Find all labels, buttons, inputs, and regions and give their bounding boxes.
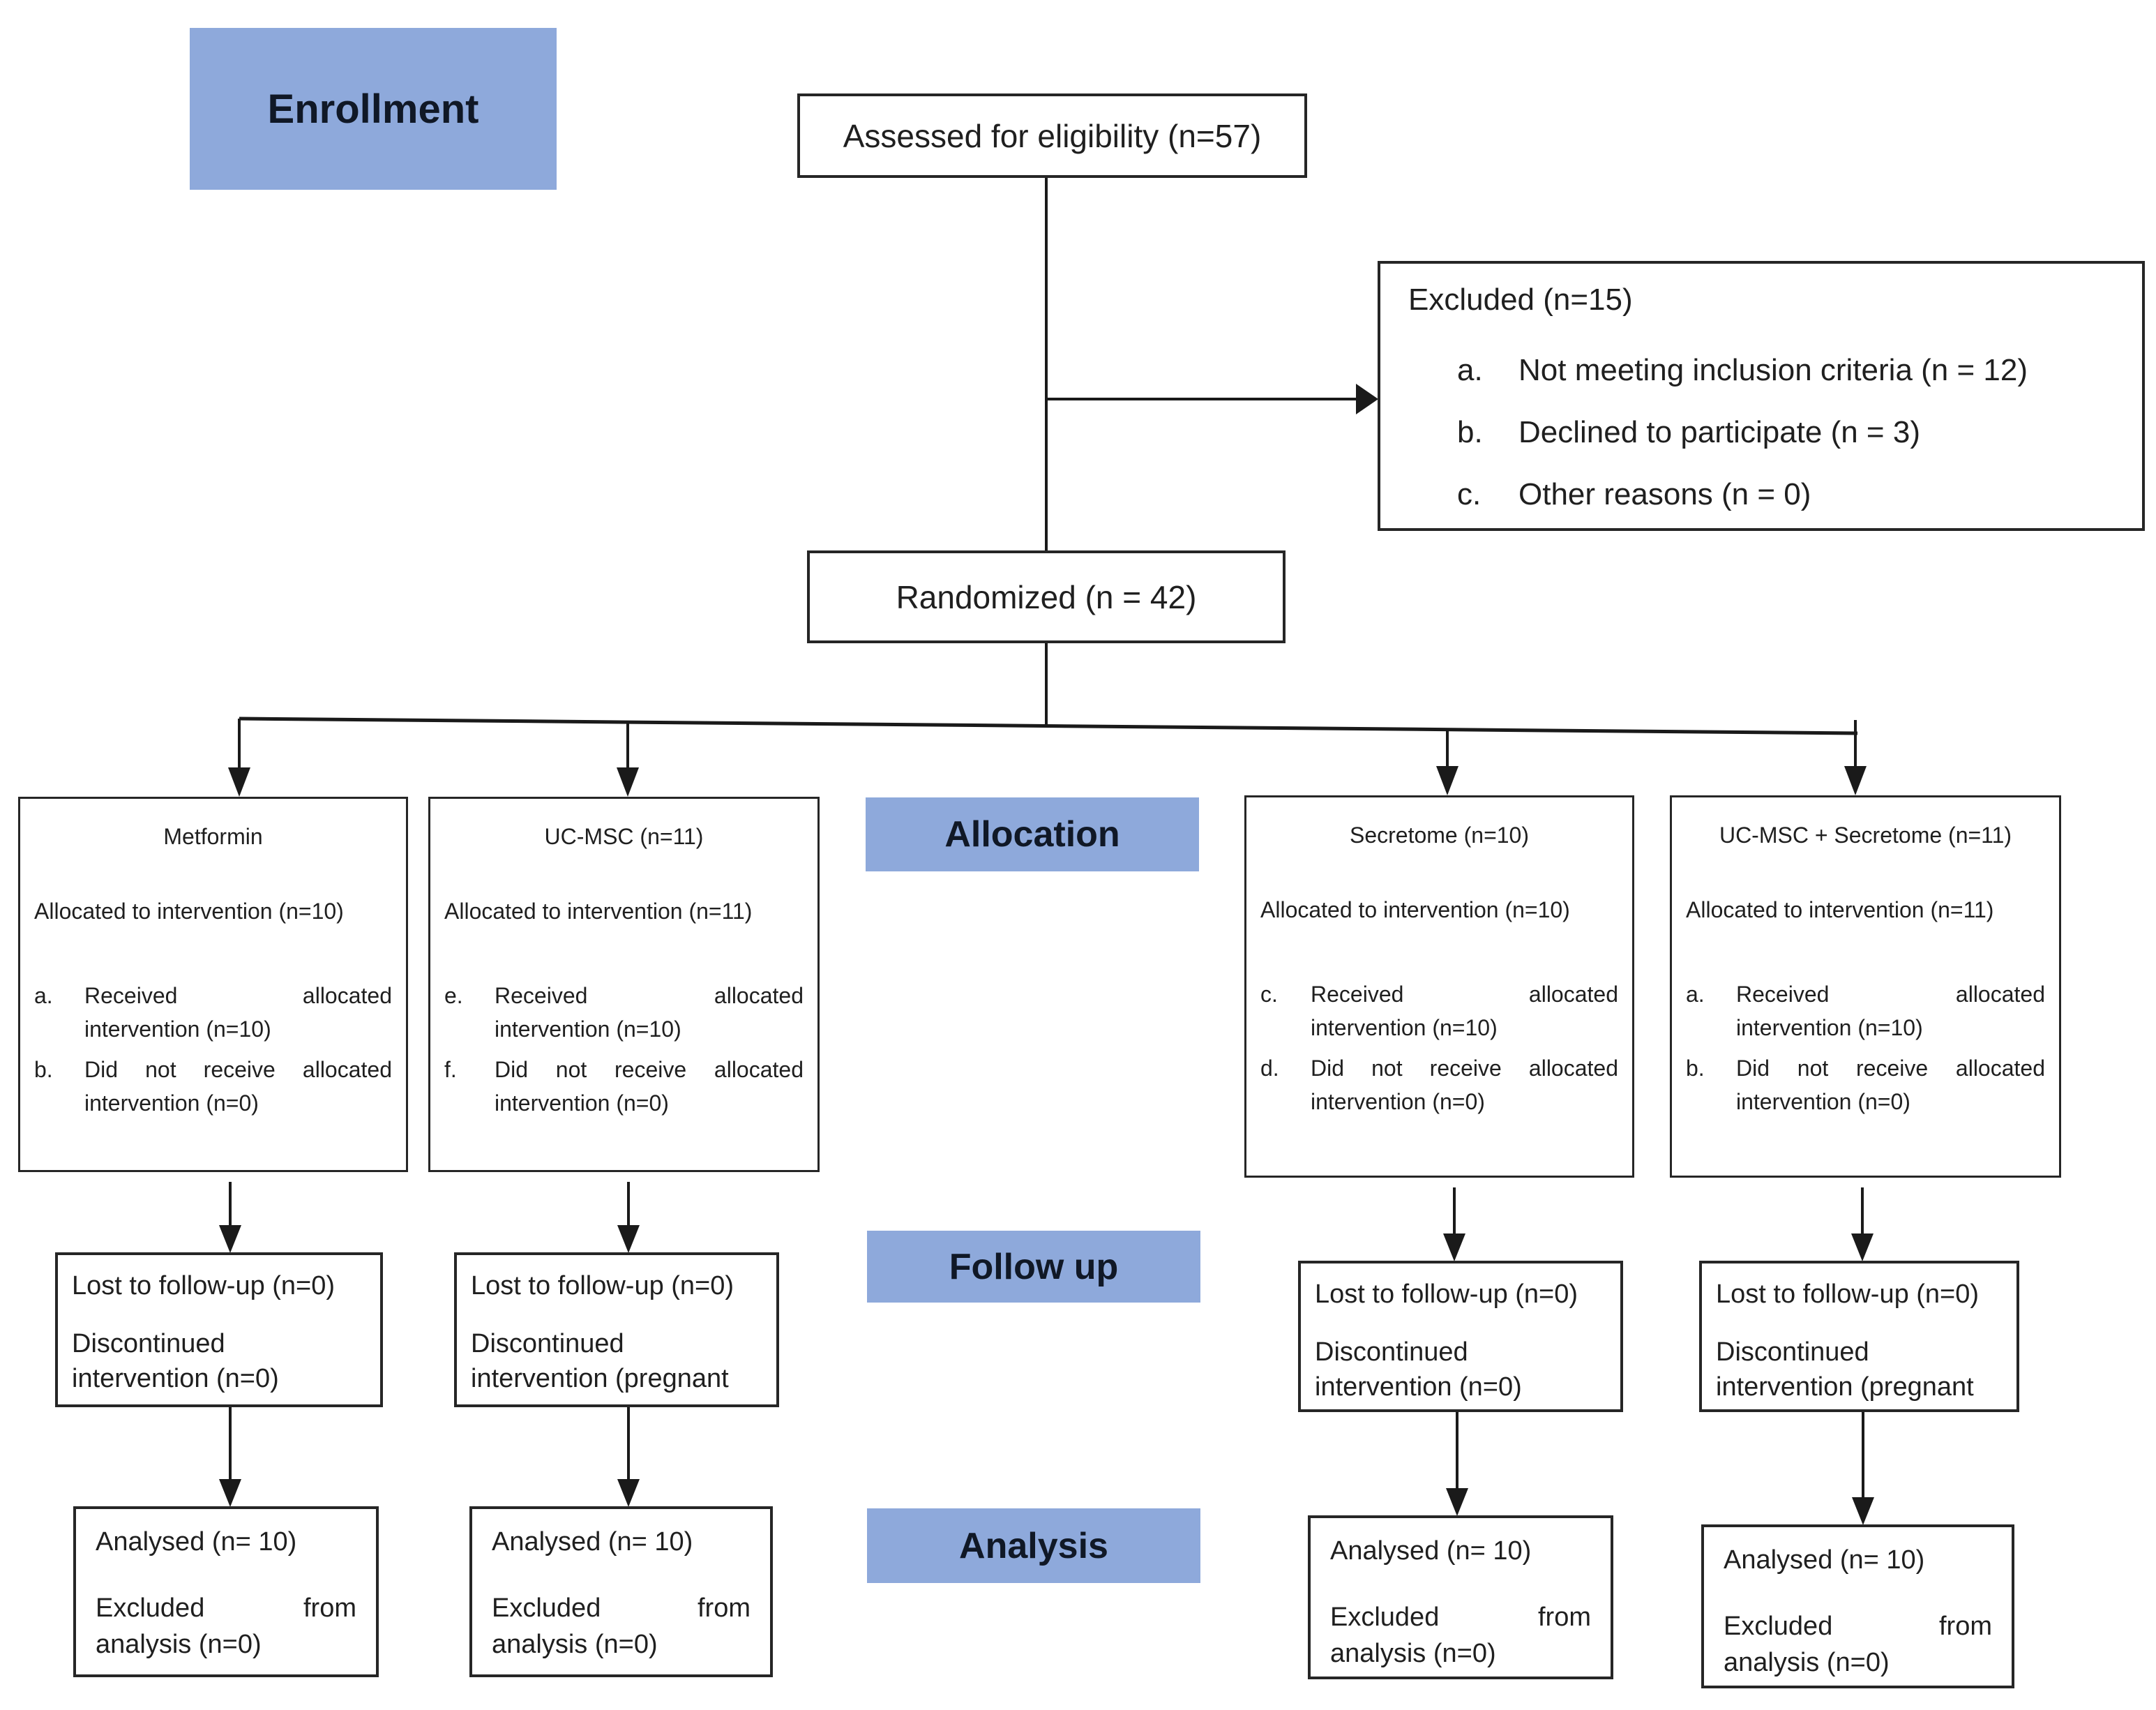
- arm-item: e. Received allocated intervention (n=10…: [444, 979, 804, 1046]
- item-text: Declined to participate (n = 3): [1518, 415, 1920, 449]
- arm-item-list: a. Received allocated intervention (n=10…: [1686, 977, 2045, 1118]
- arm-allocated-line: Allocated to intervention (n=10): [1260, 897, 1570, 922]
- allocation-box-secretome: Secretome (n=10) Allocated to interventi…: [1244, 795, 1634, 1178]
- arm-item-list: e. Received allocated intervention (n=10…: [444, 979, 804, 1120]
- item-label: c.: [1457, 477, 1482, 511]
- randomized-text: Randomized (n = 42): [896, 578, 1197, 615]
- item-label: b.: [1686, 1055, 1705, 1081]
- item-text: Not meeting inclusion criteria (n = 12): [1518, 353, 2028, 387]
- follow-up-box-uc-msc-secretome: Lost to follow-up (n=0) Discontinued int…: [1699, 1261, 2019, 1412]
- item-text: Received allocated intervention (n=10): [1736, 981, 2045, 1040]
- item-text: Did not receive allocated intervention (…: [1736, 1055, 2045, 1114]
- analysis-box-secretome: Analysed (n= 10) Excluded from analysis …: [1308, 1515, 1613, 1679]
- allocation-box-uc-msc: UC-MSC (n=11) Allocated to intervention …: [428, 797, 820, 1172]
- item-label: c.: [1260, 981, 1278, 1007]
- item-label: b.: [1457, 415, 1483, 449]
- analysis-box-uc-msc: Analysed (n= 10) Excluded from analysis …: [469, 1506, 773, 1677]
- arm-allocated-line: Allocated to intervention (n=11): [444, 898, 753, 924]
- item-text: Received allocated intervention (n=10): [1311, 981, 1618, 1040]
- item-text: Did not receive allocated intervention (…: [84, 1056, 392, 1116]
- enrollment-section-label: Enrollment: [190, 28, 557, 190]
- lost-to-follow-up-line: Lost to follow-up (n=0): [72, 1271, 336, 1300]
- item-label: a.: [1686, 981, 1705, 1007]
- analysis-section-label: Analysis: [867, 1508, 1200, 1583]
- arm-title: UC-MSC + Secretome (n=11): [1719, 823, 2012, 848]
- analysed-line: Analysed (n= 10): [96, 1527, 297, 1557]
- allocation-box-metformin: Metformin Allocated to intervention (n=1…: [18, 797, 408, 1172]
- excluded-title: Excluded (n=15): [1408, 283, 1633, 317]
- arm-item: c. Received allocated intervention (n=10…: [1260, 977, 1618, 1044]
- arm-allocated-line: Allocated to intervention (n=11): [1686, 897, 1994, 922]
- analysis-box-metformin: Analysed (n= 10) Excluded from analysis …: [73, 1506, 379, 1677]
- follow-up-box-uc-msc: Lost to follow-up (n=0) Discontinued int…: [454, 1252, 779, 1407]
- arm-item: d. Did not receive allocated interventio…: [1260, 1051, 1618, 1118]
- item-label: d.: [1260, 1055, 1279, 1081]
- arm-item: a. Received allocated intervention (n=10…: [34, 979, 392, 1046]
- excluded-reason-item: b. Declined to participate (n = 3): [1457, 413, 2114, 451]
- arm-title: Secretome (n=10): [1349, 823, 1529, 848]
- arm-item: b. Did not receive allocated interventio…: [34, 1053, 392, 1120]
- item-label: e.: [444, 982, 463, 1008]
- follow-up-section-label: Follow up: [867, 1231, 1200, 1303]
- item-text: Received allocated intervention (n=10): [495, 982, 804, 1042]
- discontinued-line: Discontinued intervention (n=0): [1315, 1337, 1522, 1402]
- lost-to-follow-up-line: Lost to follow-up (n=0): [1315, 1280, 1578, 1309]
- follow-up-box-metformin: Lost to follow-up (n=0) Discontinued int…: [55, 1252, 383, 1407]
- excluded-reason-item: c. Other reasons (n = 0): [1457, 475, 2114, 513]
- lost-to-follow-up-line: Lost to follow-up (n=0): [471, 1271, 734, 1300]
- excluded-from-analysis-line: Excluded from analysis (n=0): [1724, 1612, 1992, 1677]
- arm-title: UC-MSC (n=11): [544, 824, 704, 849]
- item-label: f.: [444, 1056, 457, 1082]
- item-text: Did not receive allocated intervention (…: [1311, 1055, 1618, 1114]
- arm-item: f. Did not receive allocated interventio…: [444, 1053, 804, 1120]
- excluded-box: Excluded (n=15) a. Not meeting inclusion…: [1378, 261, 2145, 531]
- lost-to-follow-up-line: Lost to follow-up (n=0): [1716, 1280, 1980, 1309]
- excluded-from-analysis-line: Excluded from analysis (n=0): [96, 1593, 356, 1659]
- excluded-from-analysis-line: Excluded from analysis (n=0): [492, 1593, 751, 1659]
- analysis-box-uc-msc-secretome: Analysed (n= 10) Excluded from analysis …: [1701, 1524, 2014, 1688]
- item-text: Did not receive allocated intervention (…: [495, 1056, 804, 1116]
- item-label: a.: [1457, 353, 1483, 387]
- arm-item-list: a. Received allocated intervention (n=10…: [34, 979, 392, 1120]
- item-text: Received allocated intervention (n=10): [84, 982, 392, 1042]
- allocation-box-uc-msc-secretome: UC-MSC + Secretome (n=11) Allocated to i…: [1670, 795, 2061, 1178]
- excluded-reason-item: a. Not meeting inclusion criteria (n = 1…: [1457, 351, 2114, 389]
- arm-item: a. Received allocated intervention (n=10…: [1686, 977, 2045, 1044]
- arm-item-list: c. Received allocated intervention (n=10…: [1260, 977, 1618, 1118]
- excluded-reason-list: a. Not meeting inclusion criteria (n = 1…: [1408, 351, 2114, 513]
- analysed-line: Analysed (n= 10): [1724, 1545, 1925, 1575]
- assessed-for-eligibility-box: Assessed for eligibility (n=57): [797, 93, 1307, 178]
- discontinued-line: Discontinued intervention (pregnant: [471, 1329, 729, 1393]
- follow-up-box-secretome: Lost to follow-up (n=0) Discontinued int…: [1298, 1261, 1623, 1412]
- assessed-text: Assessed for eligibility (n=57): [843, 117, 1262, 154]
- randomized-box: Randomized (n = 42): [807, 550, 1286, 643]
- discontinued-line: Discontinued intervention (pregnant: [1716, 1337, 1974, 1402]
- analysed-line: Analysed (n= 10): [492, 1527, 693, 1557]
- item-text: Other reasons (n = 0): [1518, 477, 1811, 511]
- analysed-line: Analysed (n= 10): [1330, 1536, 1532, 1566]
- arm-title: Metformin: [163, 824, 263, 849]
- allocation-section-label: Allocation: [866, 797, 1199, 871]
- item-label: b.: [34, 1056, 53, 1082]
- excluded-from-analysis-line: Excluded from analysis (n=0): [1330, 1603, 1591, 1668]
- item-label: a.: [34, 982, 53, 1008]
- discontinued-line: Discontinued intervention (n=0): [72, 1329, 279, 1393]
- arm-allocated-line: Allocated to intervention (n=10): [34, 898, 344, 924]
- arm-item: b. Did not receive allocated interventio…: [1686, 1051, 2045, 1118]
